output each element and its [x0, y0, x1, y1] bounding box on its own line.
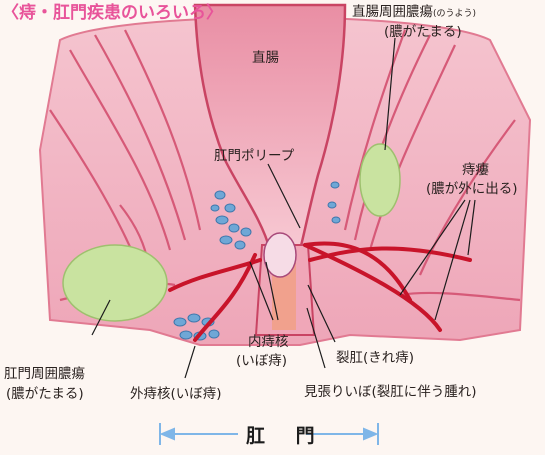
label-sentinel-pile: 見張りいぼ(裂肛に伴う腫れ) [304, 384, 477, 400]
label-internal-hemorrhoid-desc: (いぼ痔) [236, 353, 287, 369]
label-perirectal-abscess: 直腸周囲膿瘍(のうよう) [352, 4, 476, 22]
label-perianal-abscess-desc: (膿がたまる) [6, 386, 84, 402]
label-anal-polyp: 肛門ポリープ [214, 148, 294, 164]
label-fistula-desc: (膿が外に出る) [426, 181, 518, 197]
label-external-hemorrhoid: 外痔核(いぼ痔) [130, 386, 222, 402]
perianal-abscess [63, 245, 167, 321]
label-fistula: 痔瘻 [462, 162, 489, 178]
page-title: 〈痔・肛門疾患のいろいろ〉 [2, 0, 223, 23]
label-perirectal-abscess-desc: (膿がたまる) [384, 24, 462, 40]
label-rectum: 直腸 [252, 50, 279, 66]
label-perirectal-abscess-reading: (のうよう) [433, 9, 476, 19]
label-anus: 肛 門 [246, 421, 327, 448]
anal-polyp [264, 233, 296, 277]
label-anal-fissure: 裂肛(きれ痔) [336, 350, 414, 366]
perirectal-abscess [360, 144, 400, 216]
label-perirectal-abscess-name: 直腸周囲膿瘍 [352, 4, 433, 20]
label-perianal-abscess: 肛門周囲膿瘍 [4, 366, 85, 382]
label-internal-hemorrhoid: 内痔核 [248, 334, 289, 350]
